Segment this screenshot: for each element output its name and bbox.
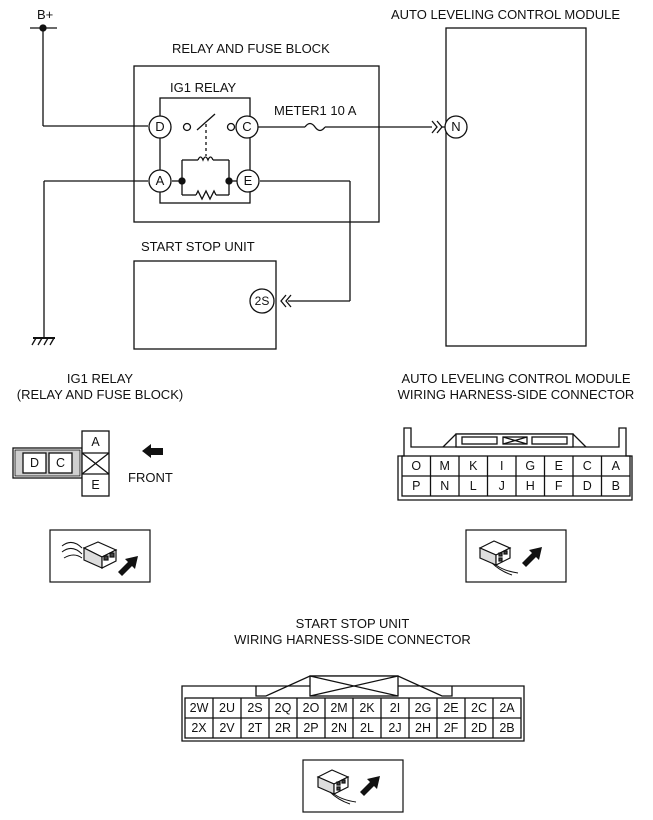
ssu-pin-2x: 2X — [191, 721, 207, 735]
ssu-connector-title-1: START STOP UNIT — [295, 616, 410, 631]
switch-blade — [196, 113, 216, 131]
alcm-pin-c: C — [582, 459, 592, 473]
alcm-pin-n: N — [440, 479, 450, 493]
terminal-e-label: E — [243, 173, 253, 188]
alcm-pin-k: K — [469, 459, 478, 473]
ssu-photo-arrow-icon — [360, 776, 380, 796]
b-plus-label: B+ — [37, 7, 54, 22]
ssu-pin-2f: 2F — [443, 721, 459, 735]
terminal-e — [236, 169, 260, 193]
ssu-pin-2h: 2H — [415, 721, 431, 735]
ssu-pin-2u: 2U — [219, 701, 235, 715]
front-arrow-icon — [142, 444, 163, 458]
module-title: AUTO LEVELING CONTROL MODULE — [391, 7, 620, 22]
ssu-connector-title-2: WIRING HARNESS-SIDE CONNECTOR — [234, 632, 471, 647]
ig1-relay-box — [159, 97, 251, 204]
alcm-connector-title-1: AUTO LEVELING CONTROL MODULE — [401, 371, 631, 386]
alcm-pin-f: F — [554, 479, 563, 493]
ssu-pin-2c: 2C — [471, 701, 487, 715]
ig1-pin-a: A — [91, 435, 100, 449]
terminal-a-label: A — [155, 173, 165, 188]
terminal-c-label: C — [242, 119, 252, 134]
ssu-pin-2a: 2A — [499, 701, 515, 715]
ssu-pin-2m: 2M — [330, 701, 348, 715]
front-label: FRONT — [128, 470, 173, 485]
relay-fuse-block-box — [133, 65, 380, 223]
ig1-pin-c: C — [55, 456, 66, 470]
alcm-pin-h: H — [525, 479, 535, 493]
ssu-connector-photo — [302, 759, 404, 813]
alcm-pin-j: J — [498, 479, 505, 493]
ssu-pin-2i: 2I — [389, 701, 401, 715]
ssu-pin-2l: 2L — [360, 721, 374, 735]
ssu-pin-2p: 2P — [303, 721, 319, 735]
terminal-n-label: N — [451, 119, 461, 134]
ssu-pin-2o: 2O — [302, 701, 320, 715]
switch-contact-right — [226, 122, 236, 132]
connector-chevron-2s — [280, 294, 292, 308]
ssu-pin-2k: 2K — [359, 701, 375, 715]
terminal-c — [235, 115, 259, 139]
alcm-pin-m: M — [439, 459, 450, 473]
ig1-photo-arrow-icon — [118, 556, 138, 576]
alcm-connector-drawing — [397, 427, 633, 501]
ground-symbol — [31, 337, 55, 346]
ig1-connector-title-2: (RELAY AND FUSE BLOCK) — [16, 387, 184, 402]
terminal-2s — [249, 288, 275, 314]
alcm-pin-g: G — [525, 459, 536, 473]
ig1-connector-title-1: IG1 RELAY — [66, 371, 134, 386]
alcm-pin-i: I — [500, 459, 504, 473]
alcm-pin-p: P — [412, 479, 421, 493]
ig1-relay-title: IG1 RELAY — [170, 80, 237, 95]
ssu-pin-2w: 2W — [189, 701, 209, 715]
ssu-pin-2t: 2T — [247, 721, 263, 735]
ssu-pin-2s: 2S — [247, 701, 263, 715]
ssu-pin-2d: 2D — [471, 721, 487, 735]
junction-e — [225, 177, 233, 185]
terminal-2s-label: 2S — [254, 294, 270, 308]
fuse-label: METER1 10 A — [274, 103, 357, 118]
ssu-pin-2q: 2Q — [274, 701, 292, 715]
switch-contact-left — [182, 122, 192, 132]
alcm-pin-o: O — [411, 459, 422, 473]
start-stop-unit-box — [133, 260, 277, 350]
start-stop-unit-title: START STOP UNIT — [141, 239, 255, 254]
relay-fuse-block-title: RELAY AND FUSE BLOCK — [172, 41, 330, 56]
alcm-connector-photo — [465, 529, 567, 583]
alcm-connector-title-2: WIRING HARNESS-SIDE CONNECTOR — [397, 387, 635, 402]
alcm-pin-a: A — [611, 459, 620, 473]
ssu-connector-drawing — [181, 675, 525, 742]
ssu-pin-2j: 2J — [388, 721, 402, 735]
ssu-pin-2n: 2N — [331, 721, 347, 735]
alcm-pin-l: L — [469, 479, 477, 493]
terminal-a — [148, 169, 172, 193]
ssu-pin-2v: 2V — [219, 721, 235, 735]
ig1-connector-photo — [49, 529, 151, 583]
ig1-pin-e: E — [91, 478, 100, 492]
terminal-d — [148, 115, 172, 139]
alcm-photo-arrow-icon — [522, 547, 542, 567]
ig1-connector-drawing — [12, 430, 110, 497]
relay-coil — [197, 156, 214, 162]
ssu-pin-2e: 2E — [443, 701, 459, 715]
junction-a — [178, 177, 186, 185]
terminal-n — [444, 115, 468, 139]
ig1-pin-d: D — [29, 456, 40, 470]
alcm-pin-d: D — [582, 479, 592, 493]
fuse-symbol — [304, 122, 326, 132]
alcm-box — [445, 27, 587, 347]
alcm-pin-e: E — [554, 459, 563, 473]
ssu-pin-2b: 2B — [499, 721, 515, 735]
alcm-pin-b: B — [611, 479, 620, 493]
connector-chevron-n — [431, 120, 443, 134]
relay-resistor — [195, 189, 217, 201]
terminal-d-label: D — [155, 119, 165, 134]
ssu-pin-2r: 2R — [275, 721, 291, 735]
ssu-pin-2g: 2G — [414, 701, 432, 715]
